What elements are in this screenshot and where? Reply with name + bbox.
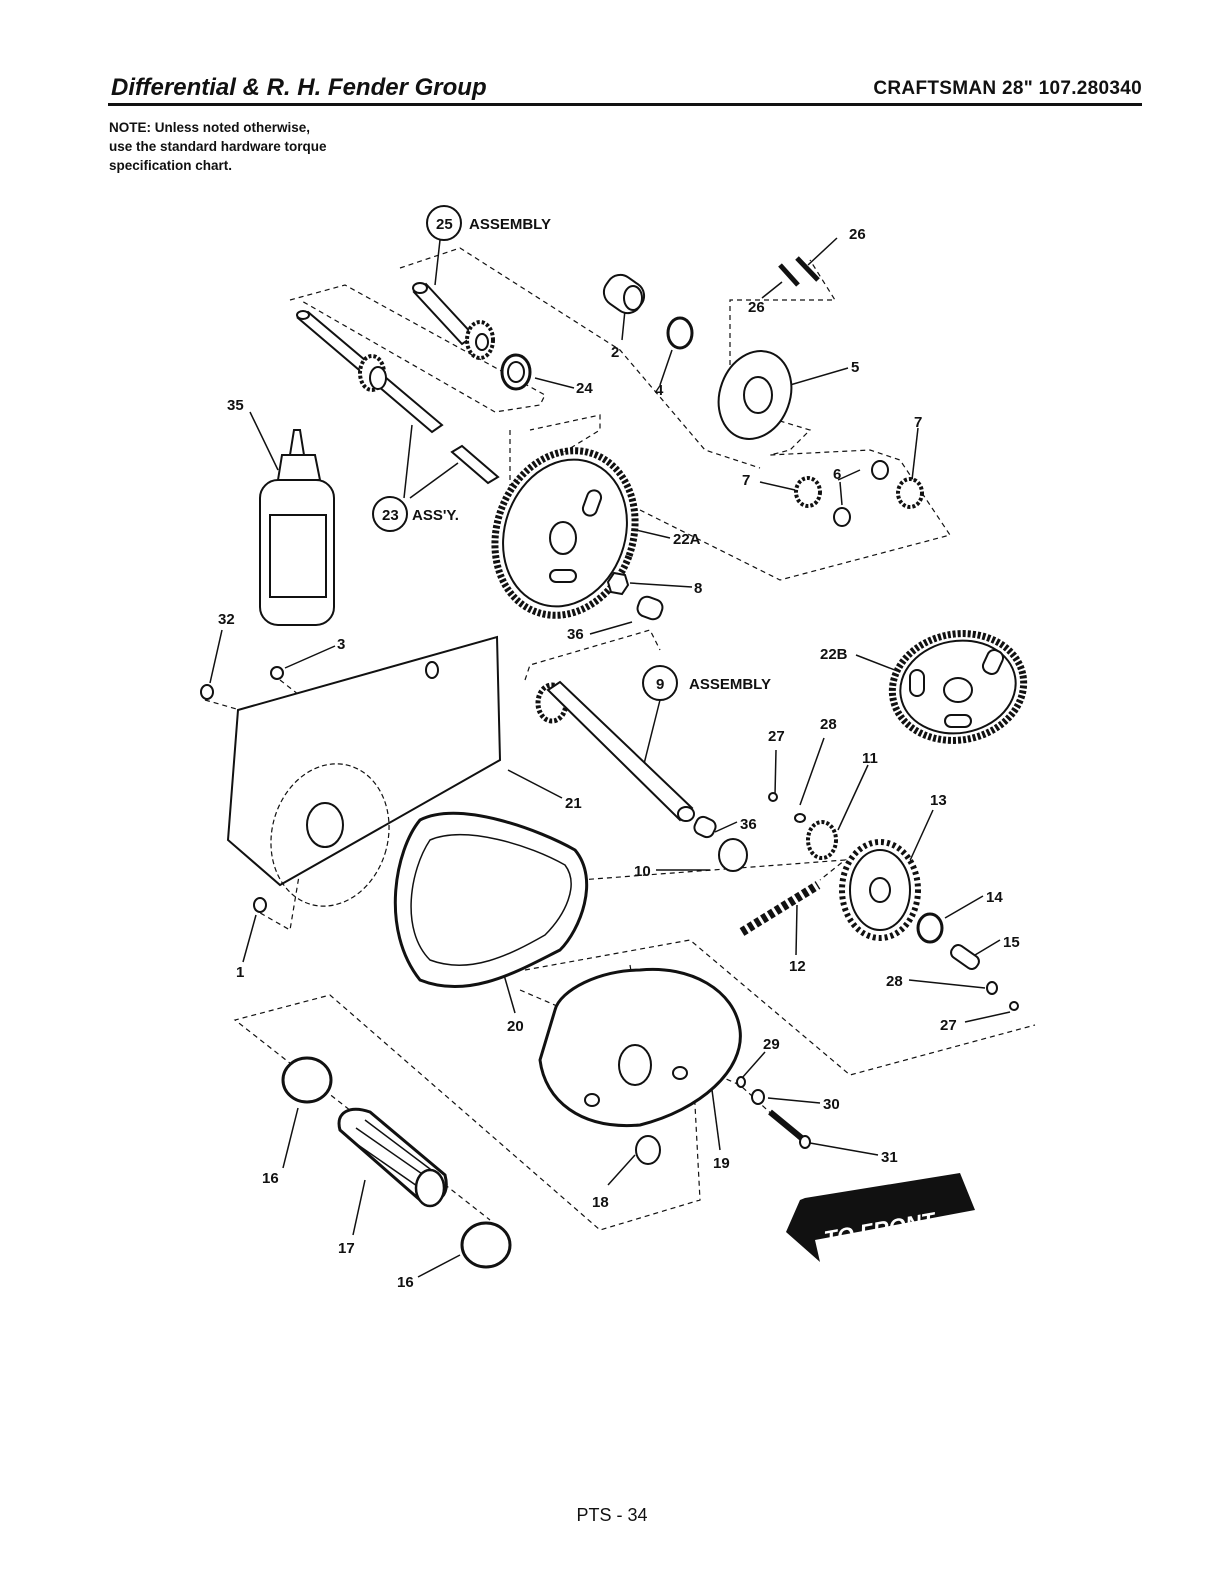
label-11: 11: [862, 750, 878, 767]
part-number-labels: 25 ASSEMBLY 23 ASS'Y. 9 ASSEMBLY 26 26 2…: [218, 216, 1020, 1291]
label-30: 30: [823, 1096, 840, 1113]
gear-22b: [888, 630, 1028, 744]
note-line-3: specification chart.: [109, 158, 233, 173]
label-26b: 26: [748, 299, 765, 316]
spacer-36: [636, 595, 664, 621]
plug-18: [635, 1135, 661, 1165]
label-22b: 22B: [820, 646, 848, 663]
callout-23: 23: [382, 507, 399, 524]
gear-lube-bottle-35: [259, 429, 335, 626]
pin-15: [950, 944, 980, 970]
label-5: 5: [851, 359, 859, 376]
washer-29: [736, 1076, 746, 1088]
bolts-26: [778, 256, 820, 287]
bushing-2: [602, 273, 646, 315]
model-number: CRAFTSMAN 28" 107.280340: [873, 78, 1142, 99]
spacer-36b: [693, 815, 717, 839]
torque-note: NOTE: Unless noted otherwise, use the st…: [109, 118, 327, 175]
label-16b: 16: [397, 1274, 414, 1291]
label-18: 18: [592, 1194, 609, 1211]
note-line-1: NOTE: Unless noted otherwise,: [109, 120, 311, 135]
bolt-31: [768, 1109, 811, 1149]
pinion-11: [806, 820, 838, 860]
clamp-16b: [460, 1221, 512, 1269]
callout-25: 25: [436, 216, 453, 233]
label-19: 19: [713, 1155, 730, 1172]
label-22a: 22A: [673, 531, 701, 548]
label-21: 21: [565, 795, 582, 812]
page-number: PTS - 34: [576, 1505, 648, 1525]
label-16a: 16: [262, 1170, 279, 1187]
label-28a: 28: [820, 716, 837, 733]
label-35: 35: [227, 397, 244, 414]
washer-4: [666, 316, 694, 350]
label-4: 4: [655, 382, 664, 399]
sprocket-13: [839, 839, 921, 941]
ring-27b: [1009, 1001, 1019, 1011]
ring-27a: [768, 792, 778, 802]
page-title: Differential & R. H. Fender Group: [111, 74, 487, 101]
hex-washer-10: [718, 838, 748, 872]
label-15: 15: [1003, 934, 1020, 951]
chain-12: [739, 881, 821, 936]
axle-shaft-23: [296, 310, 500, 485]
label-24: 24: [576, 380, 593, 397]
to-front-arrow: TO FRONT: [786, 1173, 975, 1262]
note-line-2: use the standard hardware torque: [109, 139, 327, 154]
label-1: 1: [236, 964, 244, 981]
label-7a: 7: [742, 472, 750, 489]
gear-22a: [491, 447, 639, 619]
callout-25-text: ASSEMBLY: [469, 216, 551, 233]
label-8: 8: [694, 580, 702, 597]
header-rule: [108, 103, 1142, 106]
fender-plate-21: [226, 635, 502, 887]
label-17: 17: [338, 1240, 355, 1257]
callout-circles: [372, 205, 678, 701]
label-2: 2: [611, 344, 619, 361]
callout-9: 9: [656, 676, 664, 693]
axle-9: [535, 680, 695, 822]
label-14: 14: [986, 889, 1003, 906]
parts-graphics: [200, 256, 1028, 1269]
pinion-gears-7: [794, 460, 924, 527]
label-36b: 36: [740, 816, 757, 833]
clamp-16a: [281, 1056, 333, 1104]
bolt-1: [253, 897, 267, 913]
label-20: 20: [507, 1018, 524, 1035]
washer-14: [916, 912, 944, 944]
leader-lines: [209, 237, 1011, 1278]
differential-plate-5: [717, 350, 793, 440]
nut-3: [270, 666, 284, 680]
label-26a: 26: [849, 226, 866, 243]
label-12: 12: [789, 958, 806, 975]
axle-shaft-25: [412, 282, 532, 391]
callout-9-text: ASSEMBLY: [689, 676, 771, 693]
label-32: 32: [218, 611, 235, 628]
label-27b: 27: [940, 1017, 957, 1034]
label-13: 13: [930, 792, 947, 809]
label-31: 31: [881, 1149, 898, 1166]
label-10: 10: [634, 863, 651, 880]
label-7b: 7: [914, 414, 922, 431]
label-28b: 28: [886, 973, 903, 990]
label-27a: 27: [768, 728, 785, 745]
label-6: 6: [833, 466, 841, 483]
label-36a: 36: [567, 626, 584, 643]
bolt-32: [200, 684, 214, 700]
washer-30: [751, 1089, 765, 1105]
washer-28b: [986, 981, 998, 995]
hex-nut-8: [606, 571, 630, 596]
label-3: 3: [337, 636, 345, 653]
label-29: 29: [763, 1036, 780, 1053]
boot-17: [337, 1107, 448, 1208]
callout-23-text: ASS'Y.: [412, 507, 459, 524]
